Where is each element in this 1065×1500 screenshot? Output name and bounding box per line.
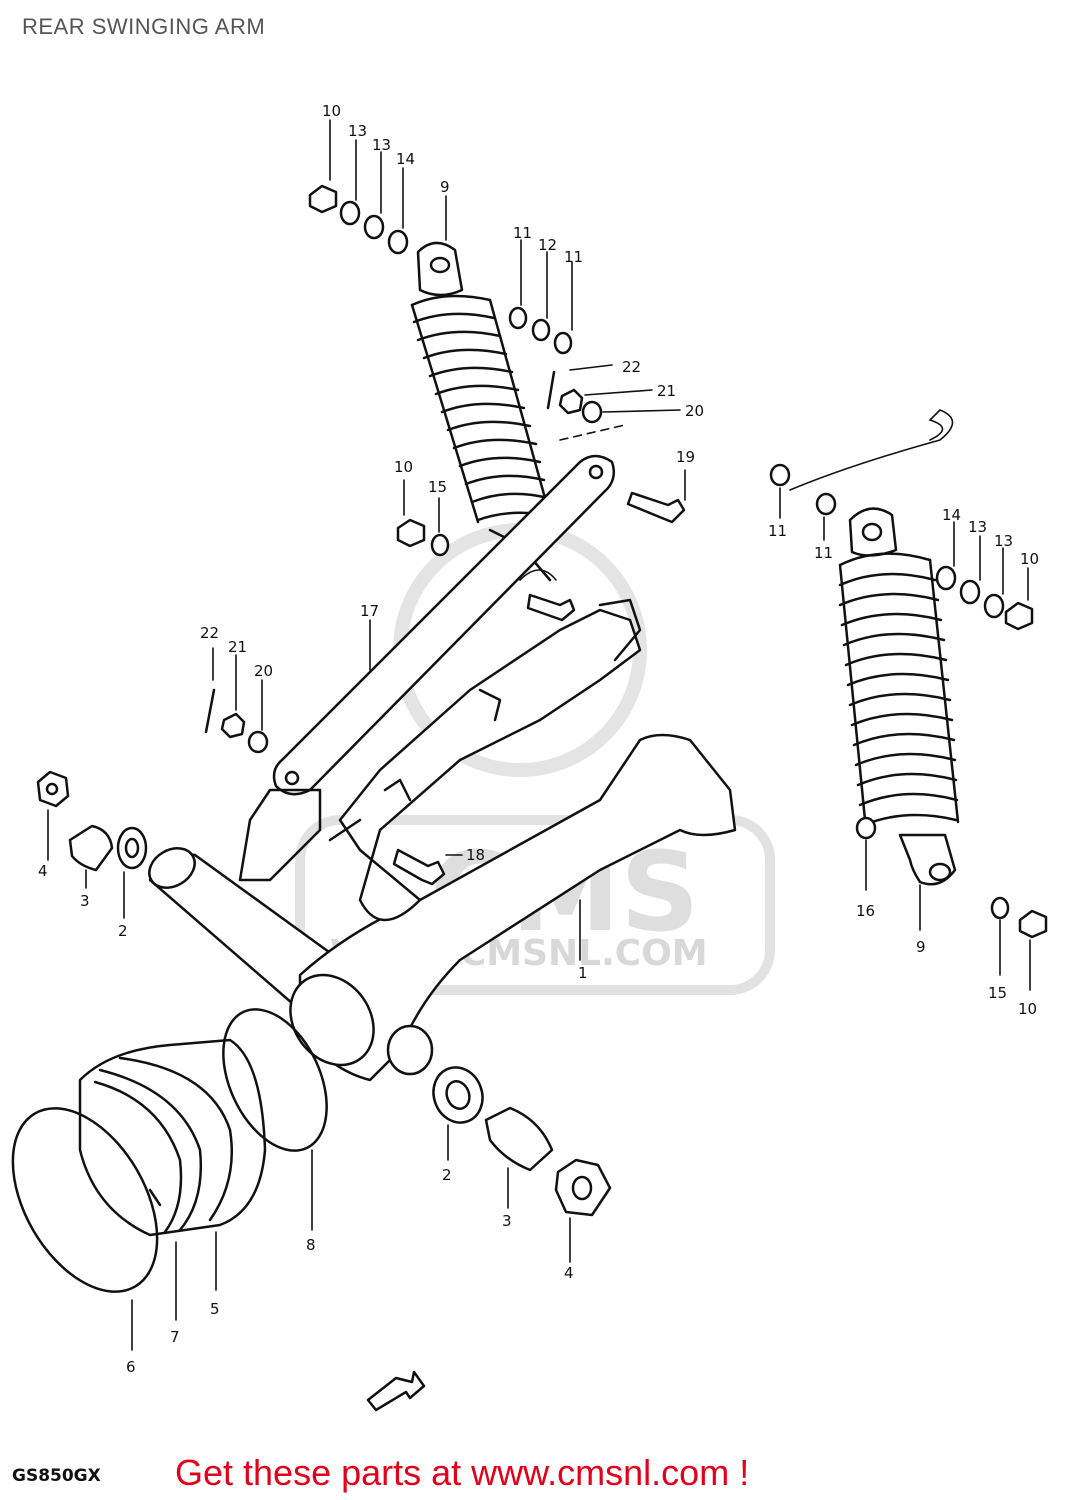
callout-2: 2 [442,1166,452,1184]
bolt-19 [626,469,686,524]
callout-15: 15 [988,984,1007,1002]
left-pivot-hardware [36,770,148,919]
left-top-hardware [308,119,447,255]
bolt-18 [392,848,463,886]
callout-13: 13 [372,136,391,154]
swing-arm-1 [148,569,737,1082]
callout-3: 3 [502,1212,512,1230]
callout-11: 11 [564,248,583,266]
right-pivot-hardware [432,1066,612,1263]
callout-10: 10 [322,102,341,120]
callout-22: 22 [200,624,219,642]
callout-3: 3 [80,892,90,910]
callout-15: 15 [428,478,447,496]
callout-10: 10 [394,458,413,476]
page-title: REAR SWINGING ARM [22,14,266,39]
callout-12: 12 [538,236,557,254]
callout-1: 1 [578,964,588,982]
callout-11: 11 [513,224,532,242]
callout-13: 13 [968,518,987,536]
callout-8: 8 [306,1236,316,1254]
callout-19: 19 [676,448,695,466]
front-arrow-icon [366,1370,426,1412]
callout-20: 20 [254,662,273,680]
callout-22: 22 [622,358,641,376]
callout-13: 13 [994,532,1013,550]
washers-11-12-11 [508,239,573,355]
callout-21: 21 [228,638,247,656]
cta-link[interactable]: Get these parts at www.cmsnl.com ! [175,1452,750,1493]
callout-11: 11 [768,522,787,540]
callout-14: 14 [396,150,415,168]
callout-5: 5 [210,1300,220,1318]
callout-13: 13 [348,122,367,140]
callout-10: 10 [1020,550,1039,568]
callout-4: 4 [38,862,48,880]
callout-16: 16 [856,902,875,920]
callout-7: 7 [170,1328,180,1346]
callout-4: 4 [564,1264,574,1282]
upper-pin-nut-washer [546,364,681,441]
callout-11: 11 [814,544,833,562]
lower-pin-nut-washer [204,647,269,754]
right-shock-absorber [769,409,1048,991]
callout-9: 9 [440,178,450,196]
callout-18: 18 [466,846,485,864]
left-shock-absorber [410,241,552,582]
callout-10: 10 [1018,1000,1037,1018]
model-code: GS850GX [12,1466,101,1486]
callout-9: 9 [916,938,926,956]
middle-nut-washer [396,479,450,557]
callout-20: 20 [685,402,704,420]
callout-labels: 10 13 13 14 9 11 12 11 22 21 20 19 10 15… [38,102,1039,1376]
callout-2: 2 [118,922,128,940]
callout-21: 21 [657,382,676,400]
callout-6: 6 [126,1358,136,1376]
drive-boot-assembly [11,1008,328,1351]
callout-14: 14 [942,506,961,524]
callout-17: 17 [360,602,379,620]
